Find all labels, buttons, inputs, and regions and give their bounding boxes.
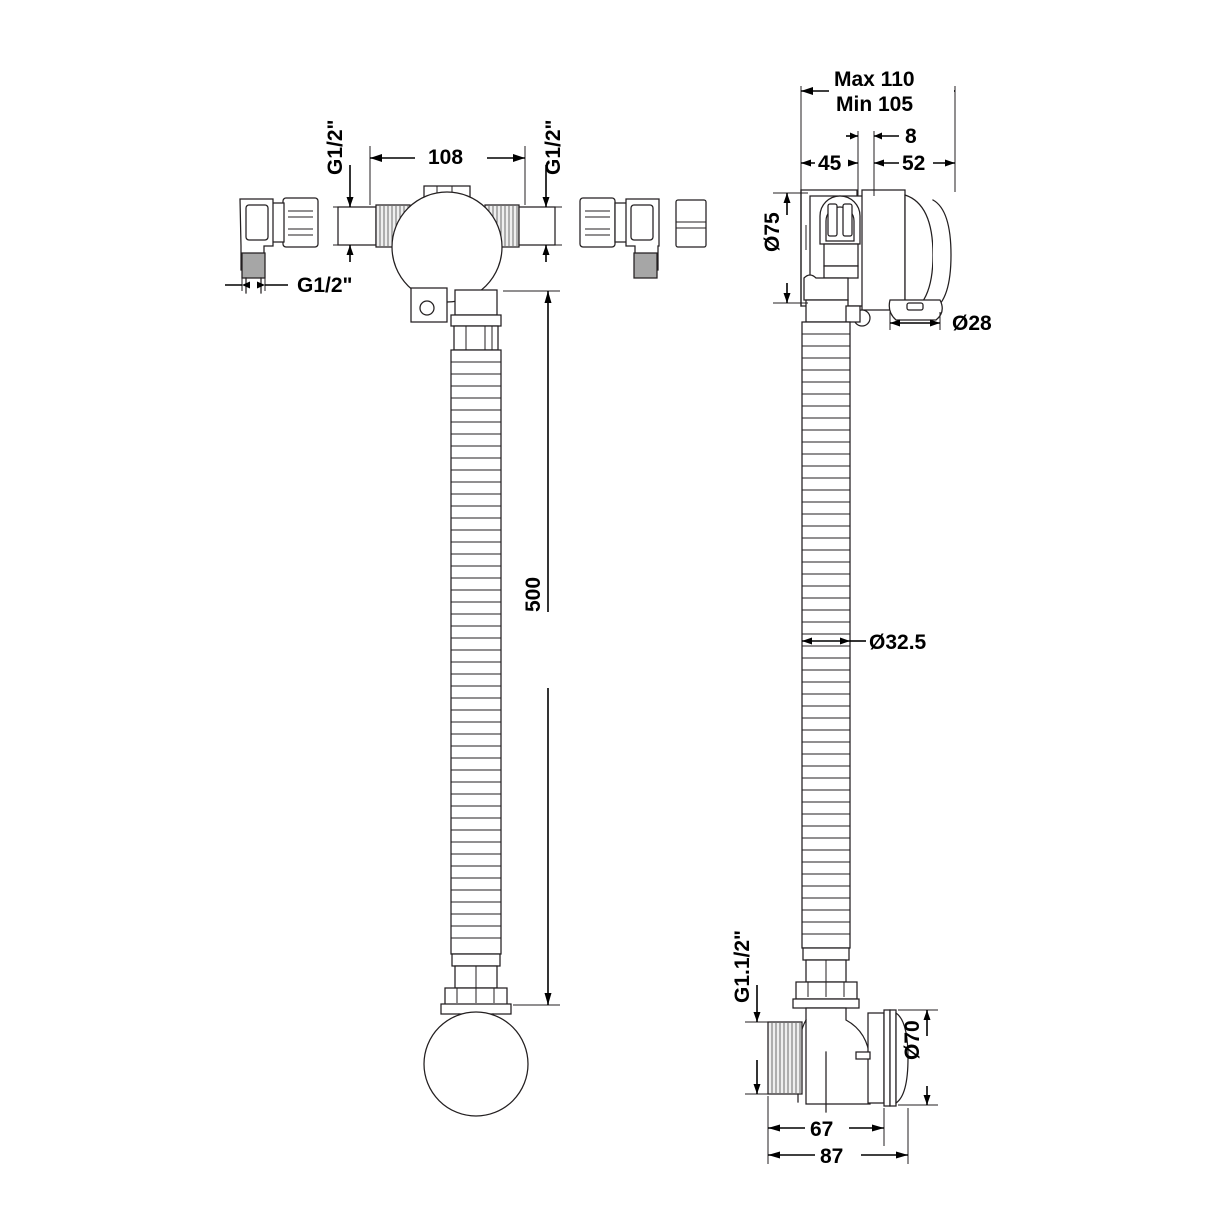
waste-outlet-body bbox=[767, 947, 909, 1113]
dimension-label-g12-elbow: G1/2" bbox=[297, 274, 352, 297]
dimension-g12-elbow: G1/2" bbox=[225, 274, 352, 297]
dimension-label-45: 45 bbox=[818, 152, 842, 175]
side-elevation-view: Max 110 Min 105 8 45 bbox=[731, 60, 992, 1168]
dimension-67: 67 bbox=[767, 1096, 885, 1146]
dimension-dia75: Ø75 bbox=[761, 192, 808, 304]
dimension-max110-min105: Max 110 Min 105 bbox=[800, 60, 956, 190]
outlet-disc bbox=[423, 1011, 529, 1117]
dimension-label-500: 500 bbox=[522, 577, 545, 612]
flexible-hose-front bbox=[450, 349, 502, 955]
flexible-hose-side bbox=[801, 321, 851, 949]
dimension-label-108: 108 bbox=[428, 146, 463, 169]
dimension-label-g12-left: G1/2" bbox=[324, 120, 347, 175]
outlet-flange-front bbox=[423, 953, 529, 1117]
dimension-label-dia70: Ø70 bbox=[901, 1020, 924, 1060]
elbow-fitting-right bbox=[579, 197, 660, 279]
dimension-g112: G1.1/2" bbox=[731, 930, 770, 1095]
front-elevation-view: G1/2" bbox=[225, 120, 707, 1117]
dimension-45: 45 bbox=[800, 149, 859, 196]
dimension-500: 500 bbox=[503, 290, 560, 1006]
dimension-label-min105: Min 105 bbox=[836, 93, 913, 116]
dimension-label-67: 67 bbox=[810, 1118, 833, 1141]
dimension-label-dia325: Ø32.5 bbox=[869, 631, 927, 654]
dimension-g12-left: G1/2" bbox=[324, 120, 368, 262]
dimension-label-87: 87 bbox=[820, 1145, 843, 1168]
valve-body bbox=[337, 185, 556, 351]
dimension-label-g112: G1.1/2" bbox=[731, 930, 754, 1003]
dimension-label-dia75: Ø75 bbox=[761, 212, 784, 252]
elbow-fitting-left bbox=[239, 197, 319, 294]
dimension-dia325: Ø32.5 bbox=[802, 631, 927, 654]
dimension-dia28: Ø28 bbox=[889, 312, 992, 335]
dimension-label-dia28: Ø28 bbox=[952, 312, 992, 335]
dimension-52: 52 bbox=[873, 149, 956, 196]
dimension-label-8: 8 bbox=[905, 125, 917, 148]
dimension-87: 87 bbox=[767, 1108, 909, 1168]
dimension-label-g12-right: G1/2" bbox=[542, 120, 565, 175]
dimension-108: 108 bbox=[369, 143, 526, 205]
dimension-g12-right: G1/2" bbox=[527, 120, 565, 262]
cap-nut bbox=[675, 199, 707, 248]
dimension-label-max110: Max 110 bbox=[834, 68, 915, 91]
dimension-label-52: 52 bbox=[902, 152, 925, 175]
dimension-dia70: Ø70 bbox=[898, 1009, 938, 1106]
control-head bbox=[803, 189, 952, 327]
